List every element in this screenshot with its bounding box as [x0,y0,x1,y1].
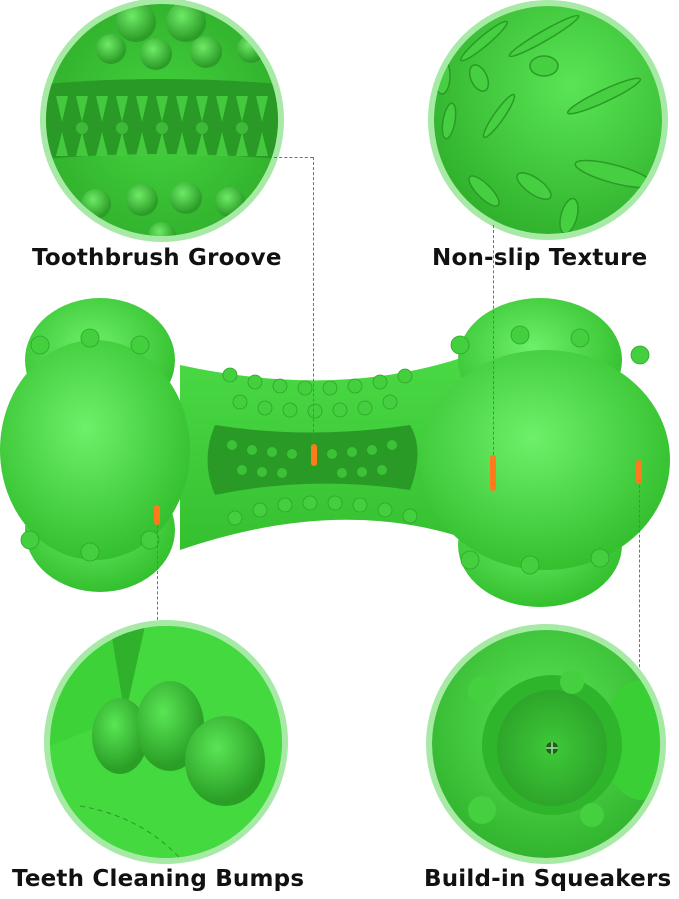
caption-non-slip-texture: Non-slip Texture [432,245,648,271]
marker-toothbrush-groove [311,444,317,466]
build-in-squeakers-image [432,630,660,858]
bone-toy-image [0,298,670,607]
caption-toothbrush-groove: Toothbrush Groove [32,245,282,271]
leader-line-toothbrush-v [313,157,314,457]
toothbrush-groove-image [46,4,278,236]
caption-build-in-squeakers: Build-in Squeakers [424,866,672,892]
dog-bone-toy [0,290,679,610]
detail-toothbrush-groove [46,4,278,236]
detail-build-in-squeakers [432,630,660,858]
leader-line-squeakers [639,460,640,682]
leader-line-non-slip [493,225,494,490]
teeth-cleaning-bumps-image [50,626,282,858]
leader-line-teeth-bumps [157,510,158,630]
marker-teeth-bumps [154,505,160,525]
marker-non-slip-texture [490,455,496,491]
leader-line-toothbrush-h [274,157,313,158]
detail-non-slip-texture [434,6,662,234]
detail-teeth-cleaning-bumps [50,626,282,858]
caption-teeth-cleaning-bumps: Teeth Cleaning Bumps [12,866,305,892]
marker-squeakers [636,460,642,484]
non-slip-texture-image [434,6,662,234]
